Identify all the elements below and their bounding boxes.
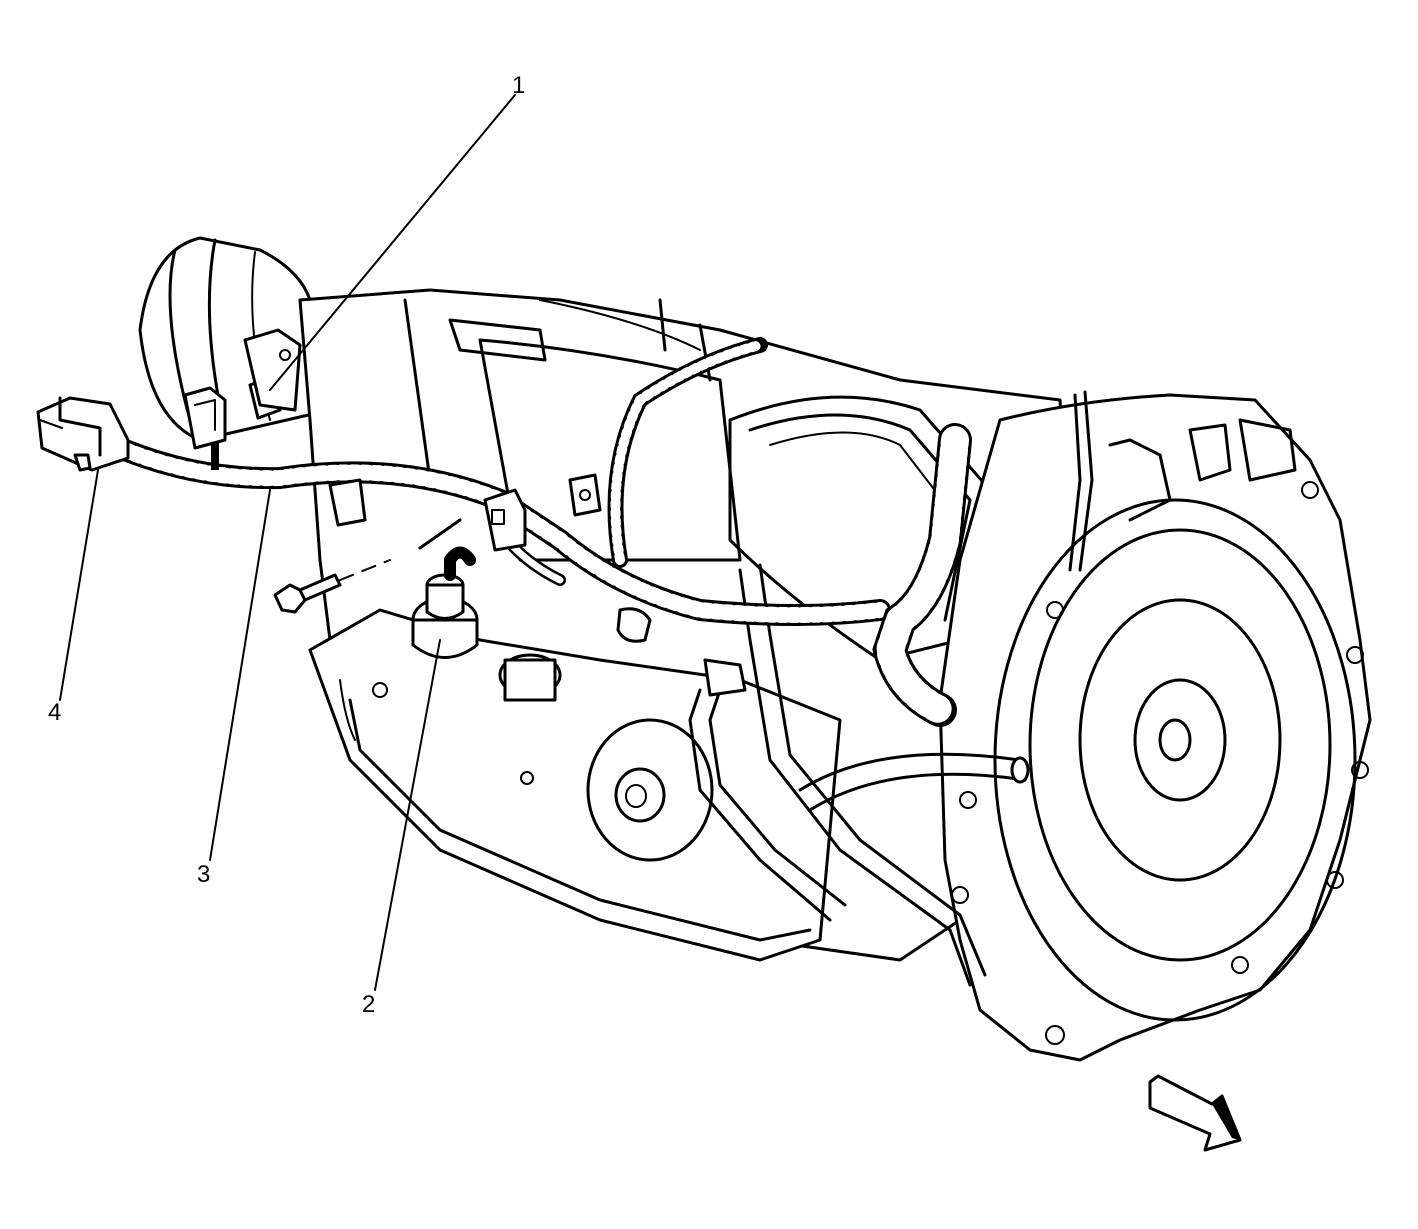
rear-bracket — [328, 473, 652, 643]
bolt — [273, 559, 391, 614]
callout-3: 3 — [197, 861, 210, 888]
leader-line-4 — [59, 469, 99, 701]
harness-connector — [36, 396, 130, 472]
extension-housing — [138, 236, 332, 442]
callout-4: 4 — [48, 699, 61, 726]
side-cover — [372, 653, 714, 862]
leader-line-3 — [209, 489, 271, 861]
case-connector — [183, 328, 302, 450]
leader-lines — [59, 94, 516, 991]
leader-line-1 — [269, 94, 516, 391]
callout-1: 1 — [512, 72, 525, 99]
speed-sensor — [411, 573, 479, 659]
harness-clip — [418, 488, 527, 552]
front-direction-arrow — [1148, 1074, 1242, 1152]
leader-line-2 — [374, 639, 441, 991]
callout-2: 2 — [362, 991, 375, 1018]
bell-housing — [938, 393, 1372, 1062]
